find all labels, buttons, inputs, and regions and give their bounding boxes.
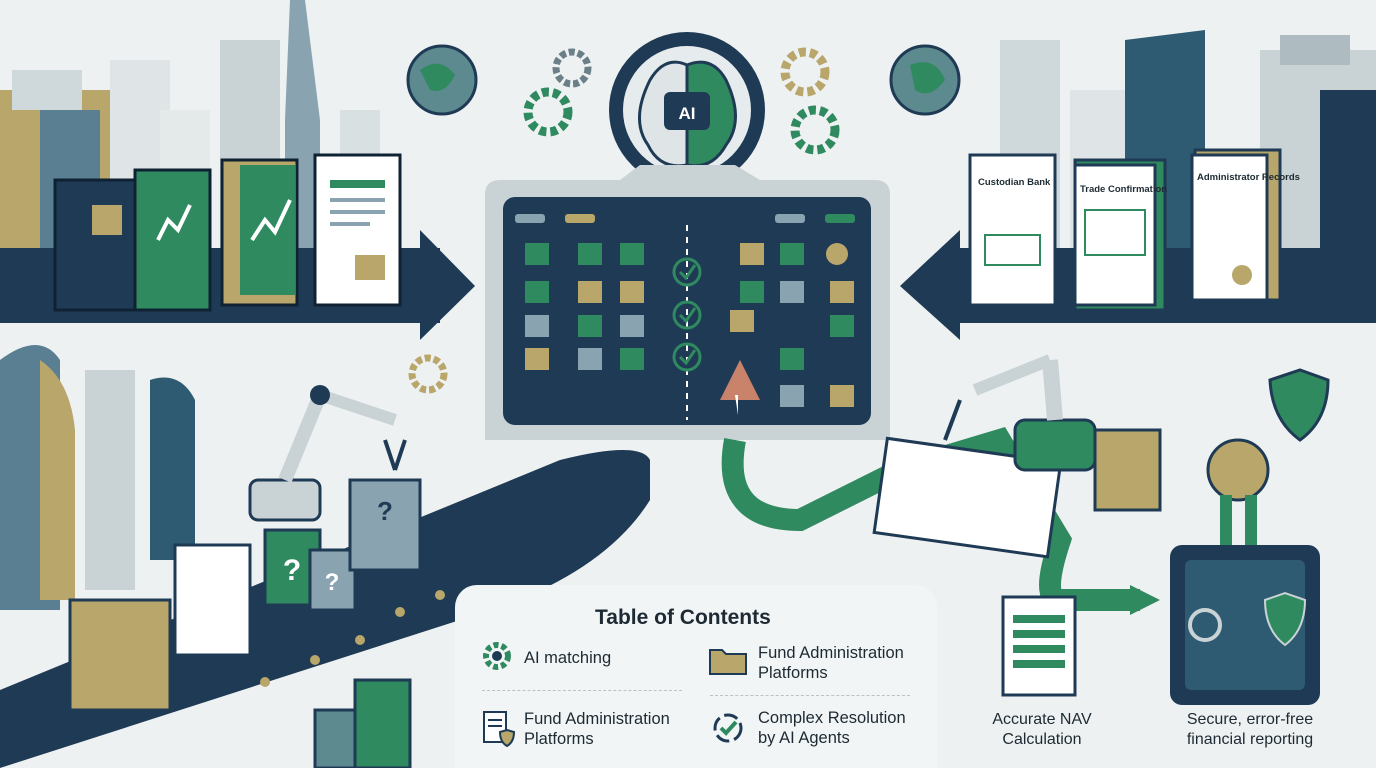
arrows-check-icon bbox=[708, 708, 748, 753]
toc-item-label-line1: Fund Administration bbox=[758, 644, 904, 662]
folder-icon bbox=[708, 644, 748, 681]
table-of-contents-panel bbox=[455, 585, 937, 768]
archive-folder-right bbox=[1093, 428, 1162, 512]
toc-item-ai-matching[interactable]: AI matching bbox=[524, 648, 611, 668]
document-shield-icon bbox=[482, 710, 516, 753]
toc-item-label-line2: Platforms bbox=[758, 664, 828, 682]
custodian-bank-label: Custodian Bank bbox=[978, 177, 1051, 188]
ai-brain-gear: AI bbox=[609, 32, 765, 188]
ai-badge-label: AI bbox=[679, 104, 696, 123]
toc-item-label-line2: Platforms bbox=[524, 730, 594, 748]
robot-arm-right bbox=[943, 354, 1097, 472]
administrator-records-label: Administrator Records bbox=[1197, 172, 1300, 183]
shield-icon-right bbox=[1268, 368, 1330, 442]
trade-confirmation-label: Trade Confirmation bbox=[1080, 184, 1167, 195]
city-skyline-lower-left bbox=[0, 345, 195, 610]
toc-title: Table of Contents bbox=[595, 606, 771, 629]
secure-caption-line1: Secure, error-free bbox=[1186, 711, 1314, 728]
toc-item-label: AI matching bbox=[524, 649, 612, 667]
svg-text:?: ? bbox=[283, 554, 301, 587]
toc-item-label-line1: Fund Administration bbox=[524, 710, 670, 728]
toc-item-fund-admin-2[interactable]: Fund Administration Platforms bbox=[524, 709, 670, 749]
toc-item-fund-admin-1[interactable]: Fund Administration Platforms bbox=[758, 643, 904, 683]
toc-item-complex-resolution[interactable]: Complex Resolution by AI Agents bbox=[758, 708, 906, 748]
toc-item-label-line1: Complex Resolution bbox=[758, 709, 906, 727]
globe-left-icon bbox=[406, 44, 478, 116]
nav-caption: Accurate NAV Calculation bbox=[972, 710, 1112, 750]
toc-divider-right bbox=[710, 695, 910, 696]
bar-blocks-bottom bbox=[313, 678, 412, 768]
toc-item-label-line2: by AI Agents bbox=[758, 729, 850, 747]
processed-flow bbox=[721, 427, 1160, 615]
robot-arm-left bbox=[248, 385, 407, 522]
nav-caption-line2: Calculation bbox=[1002, 731, 1082, 748]
ai-matching-screen bbox=[485, 165, 890, 440]
nav-caption-line1: Accurate NAV bbox=[992, 711, 1092, 728]
secure-safe bbox=[1170, 438, 1320, 705]
gear-icon bbox=[481, 640, 513, 677]
ledger-books bbox=[53, 153, 402, 312]
secure-caption-line2: financial reporting bbox=[1186, 731, 1314, 748]
svg-text:?: ? bbox=[325, 569, 340, 596]
nav-spreadsheet bbox=[1001, 595, 1077, 697]
unmatched-items: ? ? ? bbox=[68, 478, 422, 712]
secure-caption: Secure, error-free financial reporting bbox=[1165, 710, 1335, 750]
gear-icons-top bbox=[408, 47, 840, 394]
toc-divider-left bbox=[482, 690, 682, 691]
source-documents-right: Custodian Bank Trade Confirmation Admini… bbox=[968, 148, 1300, 312]
svg-text:?: ? bbox=[377, 496, 393, 526]
globe-right-icon bbox=[889, 44, 961, 116]
